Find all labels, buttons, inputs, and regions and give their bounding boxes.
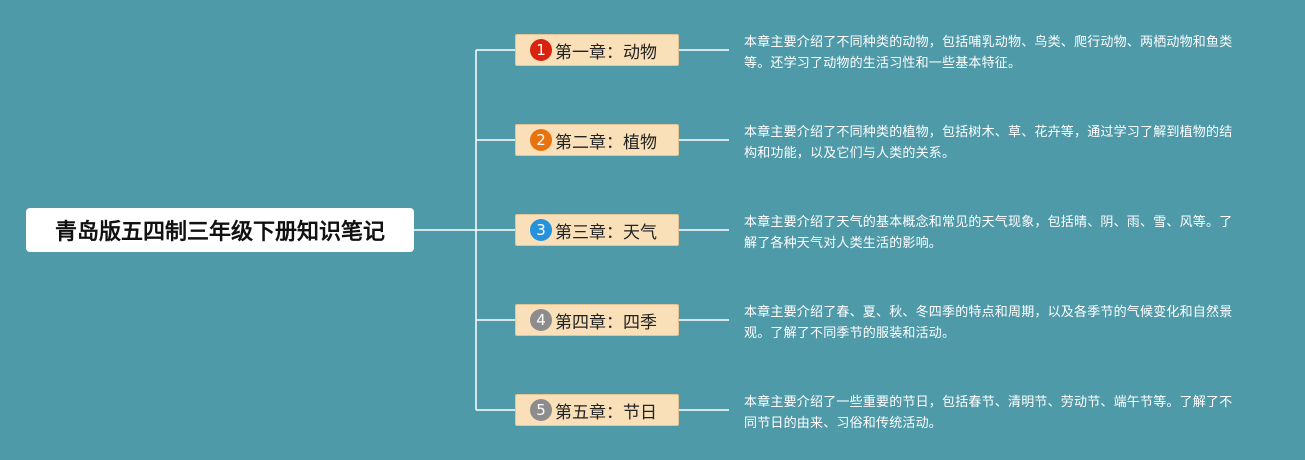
chapter-node-1[interactable]: 1 第一章：动物 xyxy=(515,34,679,66)
chapter-description-1: 本章主要介绍了不同种类的动物，包括哺乳动物、鸟类、爬行动物、两栖动物和鱼类等。还… xyxy=(744,35,1233,71)
chapter-node-3[interactable]: 3 第三章：天气 xyxy=(515,214,679,246)
chapter-title: 第一章：动物 xyxy=(555,42,657,63)
root-title: 青岛版五四制三年级下册知识笔记 xyxy=(54,220,385,245)
number-badge-icon: 1 xyxy=(530,39,552,61)
chapter-title: 第四章：四季 xyxy=(555,312,657,333)
chapter-description-5: 本章主要介绍了一些重要的节日，包括春节、清明节、劳动节、端午节等。了解了不同节日… xyxy=(744,395,1233,431)
chapter-node-4[interactable]: 4 第四章：四季 xyxy=(515,304,679,336)
chapter-node-2[interactable]: 2 第二章：植物 xyxy=(515,124,679,156)
chapter-node-5[interactable]: 5 第五章：节日 xyxy=(515,394,679,426)
number-badge-icon: 5 xyxy=(530,399,552,421)
number-badge-icon: 4 xyxy=(530,309,552,331)
chapter-title: 第三章：天气 xyxy=(555,222,657,243)
chapter-title: 第五章：节日 xyxy=(555,402,657,423)
number-badge-icon: 2 xyxy=(530,129,552,151)
number-badge-icon: 3 xyxy=(530,219,552,241)
chapter-title: 第二章：植物 xyxy=(555,132,657,153)
root-topic[interactable]: 青岛版五四制三年级下册知识笔记 xyxy=(26,208,414,252)
chapter-description-2: 本章主要介绍了不同种类的植物，包括树木、草、花卉等，通过学习了解到植物的结构和功… xyxy=(744,125,1233,161)
chapter-description-3: 本章主要介绍了天气的基本概念和常见的天气现象，包括晴、阴、雨、雪、风等。了解了各… xyxy=(744,215,1233,251)
chapter-description-4: 本章主要介绍了春、夏、秋、冬四季的特点和周期，以及各季节的气候变化和自然景观。了… xyxy=(744,305,1233,341)
